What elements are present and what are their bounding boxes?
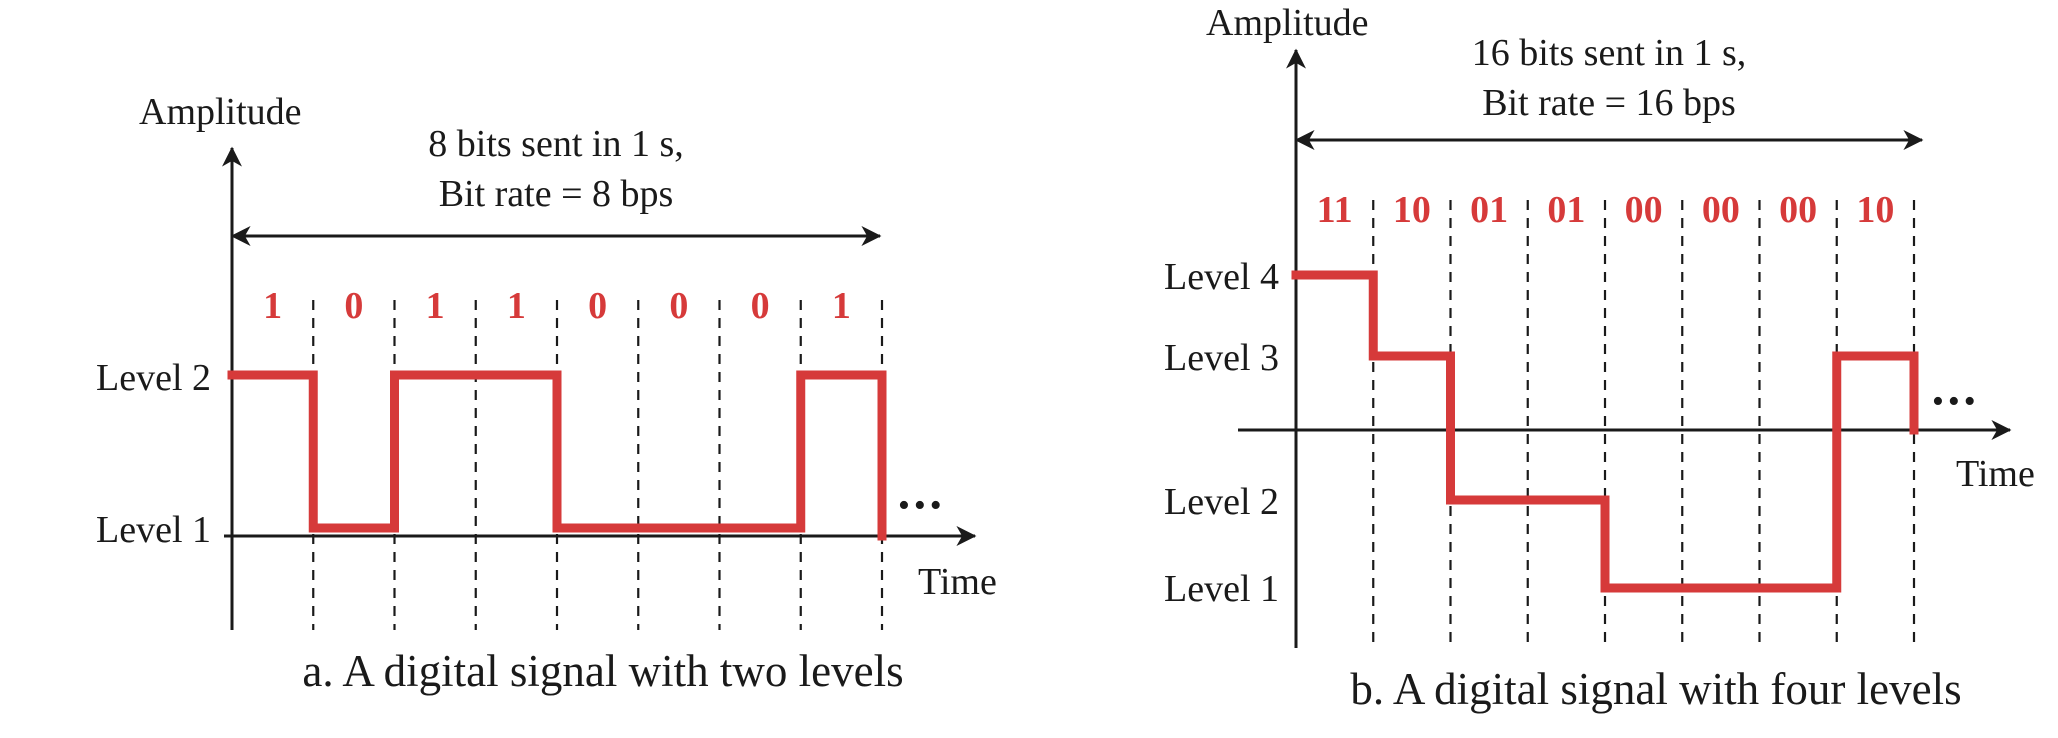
panel-a-rate-line1: 8 bits sent in 1 s,	[428, 123, 683, 165]
panel-a-rate-line2: Bit rate = 8 bps	[439, 173, 674, 215]
panel-a-bit-labels: 1 0 1 1 0 0 0 1	[263, 285, 851, 327]
panel-b-bit-label: 00	[1779, 189, 1817, 231]
panel-a-bit-label: 1	[507, 285, 526, 327]
panel-b-bit-labels: 11 10 01 01 00 00 00 10	[1317, 189, 1895, 231]
panel-a-level-1-label: Level 1	[96, 509, 211, 551]
panel-b-bit-label: 10	[1393, 189, 1431, 231]
panel-b-signal	[1291, 270, 1919, 593]
panel-a-amplitude-label: Amplitude	[139, 91, 302, 133]
panel-b-level-1-label: Level 1	[1164, 568, 1279, 610]
panel-b-rate-line2: Bit rate = 16 bps	[1482, 82, 1736, 124]
panel-b-caption: b. A digital signal with four levels	[1350, 664, 1961, 714]
panel-b-bit-label: 11	[1317, 189, 1353, 231]
panel-a-bit-label: 1	[426, 285, 445, 327]
panel-a-bit-label: 1	[263, 285, 282, 327]
panel-a-bit-label: 0	[344, 285, 363, 327]
panel-b-ellipsis: •••	[1932, 383, 1980, 420]
panel-a-caption: a. A digital signal with two levels	[302, 646, 903, 696]
panel-b-bit-label: 01	[1470, 189, 1508, 231]
panel-b-level-2-label: Level 2	[1164, 481, 1279, 523]
panel-a-bit-label: 0	[588, 285, 607, 327]
panel-a-ellipsis: •••	[898, 487, 946, 524]
panel-a-bit-label: 0	[751, 285, 770, 327]
panel-b-time-label: Time	[1956, 453, 2035, 495]
panel-b-bit-label: 01	[1547, 189, 1585, 231]
panel-a-level-2-label: Level 2	[96, 357, 211, 399]
panel-b-bit-label: 00	[1625, 189, 1663, 231]
panel-b-level-3-label: Level 3	[1164, 337, 1279, 379]
panel-b-bit-label: 10	[1856, 189, 1894, 231]
panel-a-time-label: Time	[918, 561, 997, 603]
panel-b: 11 10 01 01 00 00 00 10 Amplitude 16 bits sent …	[1164, 2, 2035, 714]
panel-b-bit-label: 00	[1702, 189, 1740, 231]
panel-a-signal	[227, 370, 887, 541]
panel-b-level-4-label: Level 4	[1164, 256, 1279, 298]
panel-a-bit-label: 1	[832, 285, 851, 327]
panel-b-rate-line1: 16 bits sent in 1 s,	[1472, 32, 1746, 74]
panel-a-bit-label: 0	[669, 285, 688, 327]
panel-b-amplitude-label: Amplitude	[1206, 2, 1369, 44]
panel-a: 1 0 1 1 0 0 0 1 Amplitude 8 bits sent in 1 s, B…	[96, 91, 997, 696]
